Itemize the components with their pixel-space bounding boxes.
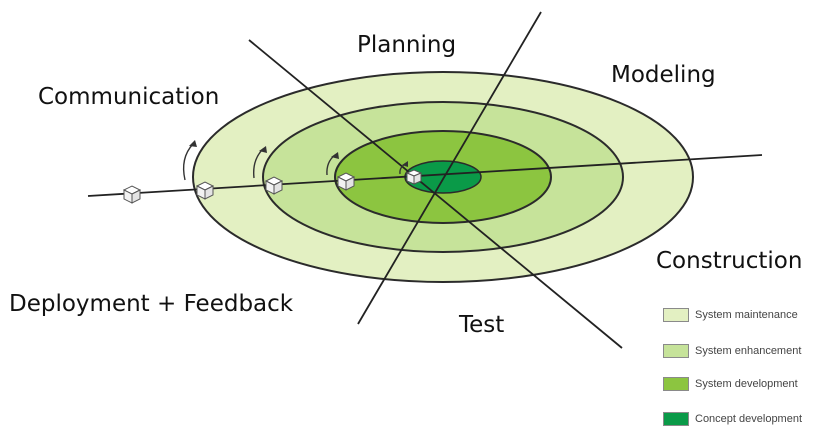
cycle-arrow-third-head xyxy=(331,152,339,159)
legend-swatch xyxy=(663,377,689,391)
axis-planning-test xyxy=(248,39,623,349)
phase-label-test: Test xyxy=(459,312,505,338)
axis-modeling-deployment xyxy=(357,11,542,325)
legend-item-system-enhancement: System enhancement xyxy=(663,343,801,359)
release-cube-second xyxy=(195,181,215,200)
legend-swatch xyxy=(663,412,689,426)
release-cube-core xyxy=(405,169,423,185)
legend-item-concept-development: Concept development xyxy=(663,411,802,427)
legend-label: System development xyxy=(695,378,798,390)
legend-swatch xyxy=(663,308,689,322)
phase-label-construction: Construction xyxy=(656,248,803,274)
legend-swatch xyxy=(663,344,689,358)
legend-label: Concept development xyxy=(695,413,803,425)
phase-label-modeling: Modeling xyxy=(611,62,716,88)
release-cube-fourth xyxy=(336,172,356,191)
cycle-arrow-outer-head xyxy=(189,140,197,147)
phase-label-planning: Planning xyxy=(357,32,457,58)
phase-label-communication: Communication xyxy=(38,84,220,110)
cycle-arrow-outer xyxy=(182,143,194,181)
legend-item-system-maintenance: System maintenance xyxy=(663,307,798,323)
cycle-arrow-core-head xyxy=(402,161,408,167)
legend-label: System maintenance xyxy=(695,309,798,321)
release-cube-outer xyxy=(122,185,142,204)
release-cube-third xyxy=(264,176,284,195)
phase-label-deployment: Deployment + Feedback xyxy=(9,291,294,317)
cycle-arrow-second-head xyxy=(259,146,267,153)
legend-label: System enhancement xyxy=(695,345,802,357)
legend-item-system-development: System development xyxy=(663,376,798,392)
